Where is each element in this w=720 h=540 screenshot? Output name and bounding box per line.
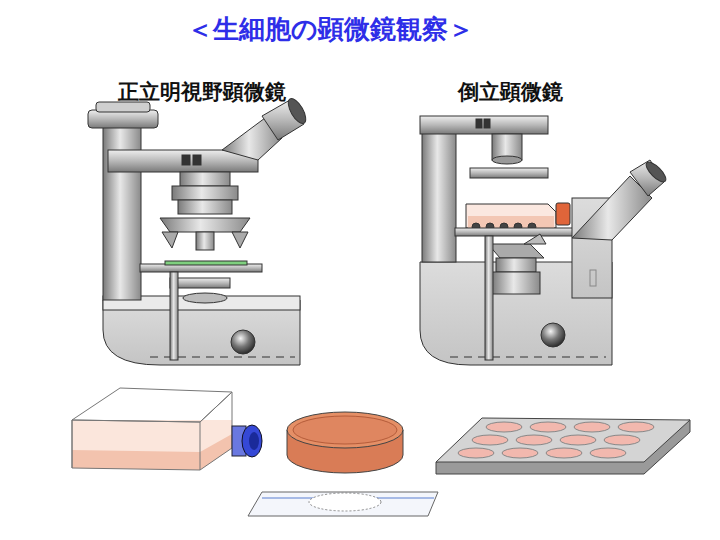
upright-microscope	[88, 96, 309, 365]
diagram-title: ＜生細胞の顕微鏡観察＞	[187, 12, 474, 47]
microscope-label: 倒立顕微鏡	[458, 78, 563, 106]
culture-flask	[72, 388, 262, 470]
petri-dish	[287, 412, 403, 473]
multiwell-plate	[436, 418, 690, 474]
inverted-microscope	[420, 116, 669, 365]
glass-slide	[248, 492, 438, 516]
microscope-label: 正立明視野顕微鏡	[118, 78, 286, 106]
